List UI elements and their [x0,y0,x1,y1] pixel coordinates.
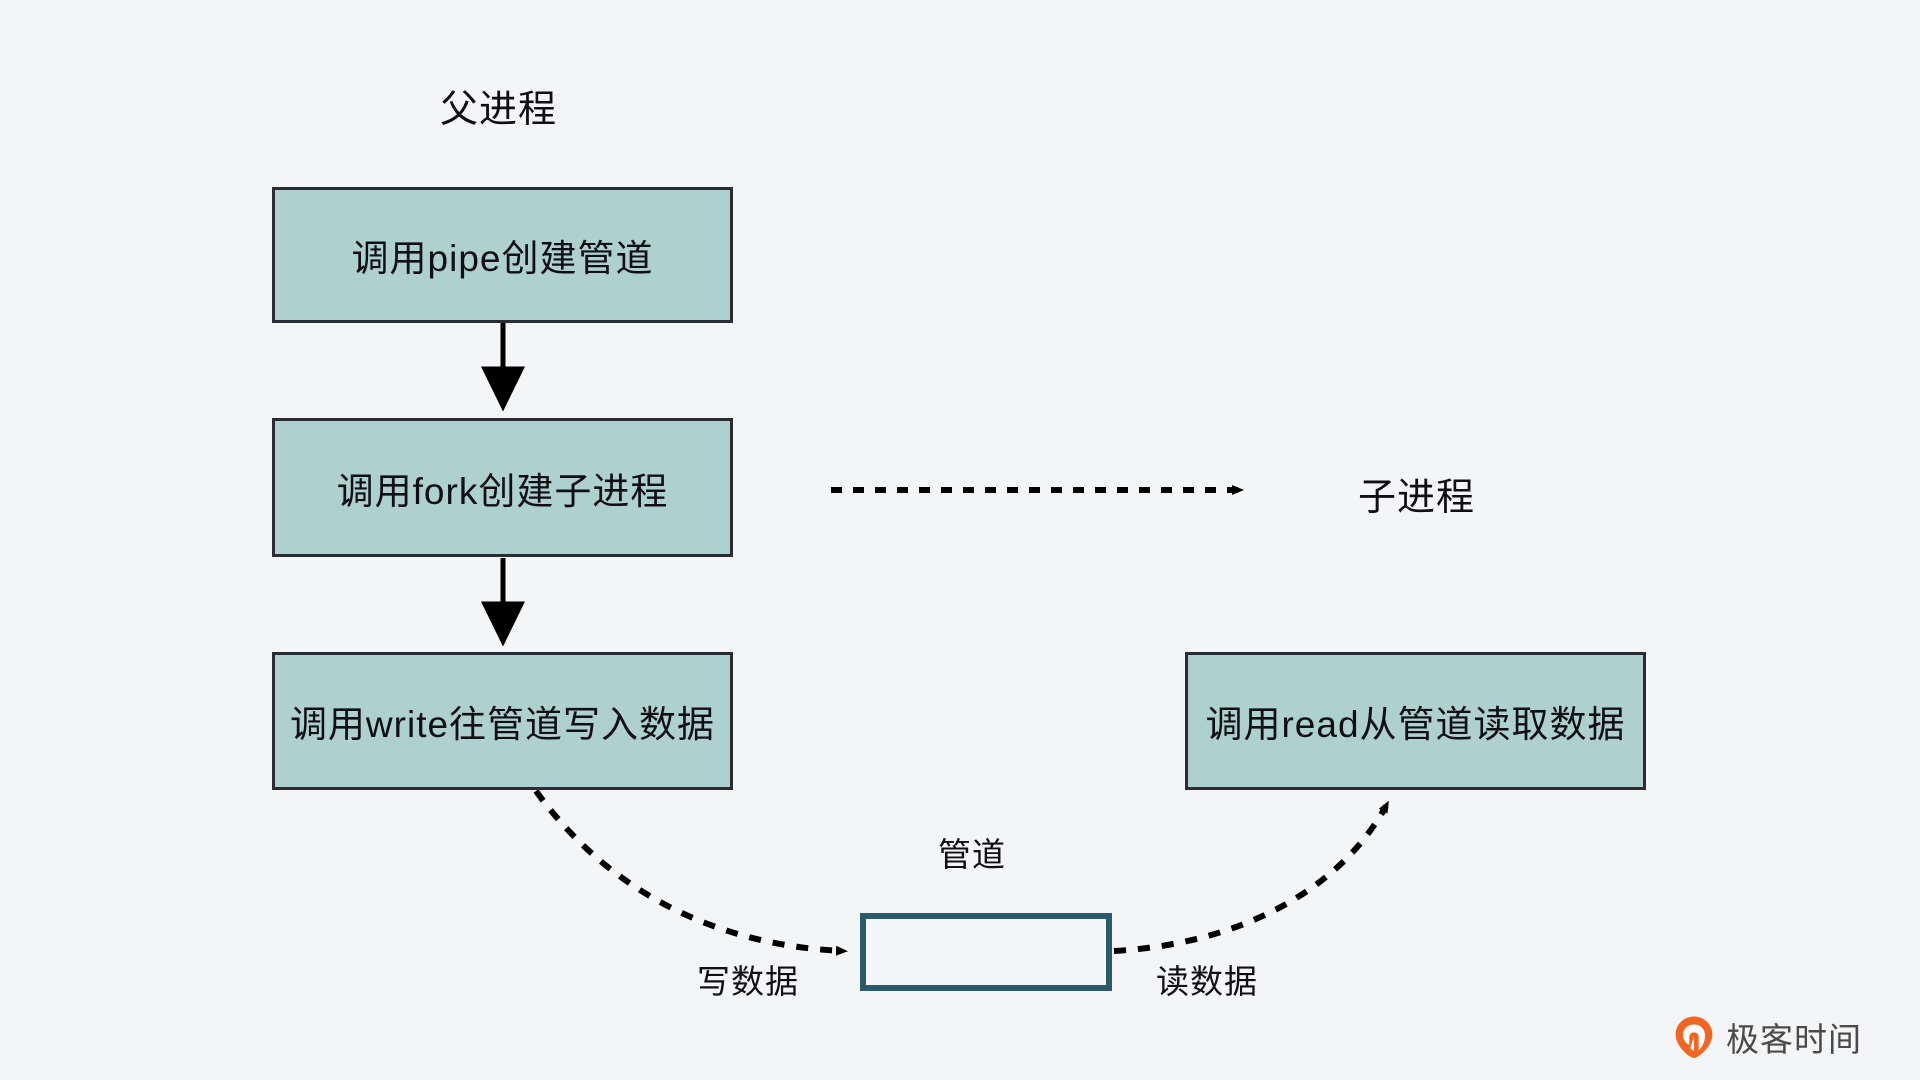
child-process-title: 子进程 [1358,477,1476,519]
node-fork[interactable]: 调用fork创建子进程 [272,418,733,557]
geek-pin-icon [1675,1016,1713,1058]
edge-label-read-data: 读数据 [1156,963,1258,1000]
pipe-buffer-label: 管道 [938,836,1006,873]
brand-name: 极客时间 [1726,1021,1862,1058]
parent-process-title: 父进程 [440,89,558,131]
node-pipe-buffer[interactable] [860,913,1112,991]
arrow-write-to-pipe [533,789,848,956]
node-write[interactable]: 调用write往管道写入数据 [272,652,733,790]
node-read[interactable]: 调用read从管道读取数据 [1185,652,1646,790]
arrow-pipe-to-read [1113,800,1389,954]
node-pipe-create[interactable]: 调用pipe创建管道 [272,187,733,323]
edge-label-write-data: 写数据 [697,963,799,1000]
brand-watermark: 极客时间 [1672,1013,1862,1061]
